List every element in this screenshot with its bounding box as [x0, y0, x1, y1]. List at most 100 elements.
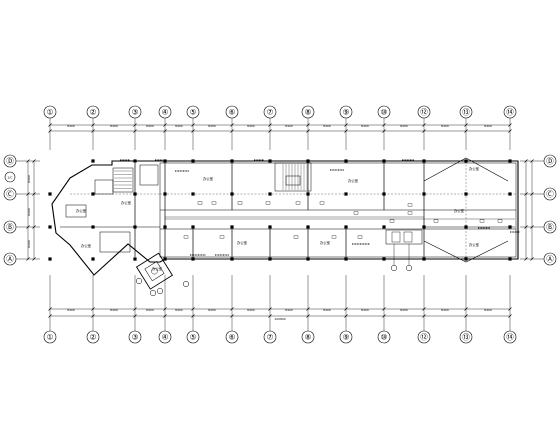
axis-label: ⑫ [420, 333, 428, 342]
dimension-tick [133, 129, 137, 133]
structural-column [382, 225, 386, 229]
room-label: 办公室 [203, 176, 214, 181]
structural-column [268, 225, 272, 229]
dim-text: 8400 [285, 124, 293, 128]
dimension-tick [32, 257, 36, 261]
fixture-mark [293, 235, 299, 239]
dimension-tick [530, 192, 534, 196]
axis-label: ⑧ [305, 333, 312, 342]
dim-text: 8400 [27, 208, 31, 216]
service-room [139, 164, 159, 186]
fixture [403, 231, 413, 243]
fixture-mark [389, 219, 395, 223]
dimension-tick [524, 257, 528, 261]
axis-label: ⑩ [381, 333, 388, 342]
sub-axis-bubble [390, 264, 398, 272]
dim-text: 8400 [146, 308, 154, 312]
dimension-tick [422, 123, 426, 127]
dimension-tick [422, 307, 426, 311]
dimension-tick [163, 123, 167, 127]
dimension-tick [48, 314, 52, 318]
dim-text: 8400 [441, 124, 449, 128]
fixture-mark [237, 201, 243, 205]
dim-text: 8400 [27, 175, 31, 183]
room-label: 办公室 [237, 240, 248, 245]
dimension-tick [524, 159, 528, 163]
fixture-mark [497, 219, 503, 223]
dimension-tick [508, 129, 512, 133]
structural-column [191, 225, 195, 229]
axis-bubble-left-A: Ⓐ [3, 252, 17, 266]
small-room [99, 231, 131, 253]
axis-label: ⑨ [343, 108, 350, 117]
fixture-mark [295, 201, 301, 205]
axis-bubble-top-4: ④ [158, 105, 172, 119]
structural-column [191, 159, 195, 163]
axis-bubble-top-2: ② [86, 105, 100, 119]
bottom-axis-row: ① ② ③ ④ ⑤ ⑥ ⑦ ⑧ ⑨ ⑩ ⑫ ⑬ ⑭ [43, 330, 517, 344]
fixture-mark [353, 211, 359, 215]
structural-column [344, 192, 348, 196]
elevator-box [285, 175, 301, 186]
dimension-tick [306, 129, 310, 133]
sub-axis-bubble [149, 289, 157, 297]
axis-bubble-bottom-12: ⑫ [417, 330, 431, 344]
room-label: 办公室 [76, 208, 87, 213]
axis-bubble-right-C: Ⓒ [543, 187, 557, 201]
dim-text: 8400 [208, 124, 216, 128]
dimension-tick [530, 257, 534, 261]
dimension-tick [32, 159, 36, 163]
structural-column [48, 192, 52, 196]
entrance-inner [144, 261, 165, 282]
axis-bubble-left-1C: 1/C [4, 171, 16, 183]
dimension-tick [91, 314, 95, 318]
side-dimension-texts: 8400 8400 8400 [27, 175, 31, 248]
dimension-tick [306, 123, 310, 127]
fixture-mark [183, 235, 189, 239]
axis-bubble-bottom-1: ① [43, 330, 57, 344]
axis-bubble-top-5: ⑤ [186, 105, 200, 119]
dimension-tick [382, 314, 386, 318]
dimension-tick [268, 314, 272, 318]
axis-bubble-top-8: ⑧ [301, 105, 315, 119]
dimension-tick [32, 192, 36, 196]
axis-bubble-bottom-7: ⑦ [263, 330, 277, 344]
axis-label: ⑤ [190, 108, 197, 117]
dimension-tick [382, 123, 386, 127]
structural-column [508, 159, 512, 163]
axis-label: ③ [132, 108, 139, 117]
axis-bubble-bottom-8: ⑧ [301, 330, 315, 344]
axis-bubble-right-A: Ⓐ [543, 252, 557, 266]
room-label: 办公室 [320, 240, 331, 245]
structural-column [230, 225, 234, 229]
structural-column [508, 192, 512, 196]
dimension-tick [268, 307, 272, 311]
axis-label: ⑩ [381, 108, 388, 117]
dimension-tick [91, 129, 95, 133]
room-label: 办公室 [152, 266, 163, 271]
axis-label: Ⓐ [546, 255, 554, 264]
structural-column [133, 159, 137, 163]
structural-column [230, 159, 234, 163]
axis-label: ⑥ [229, 333, 236, 342]
axis-label: Ⓓ [546, 157, 554, 166]
small-room [65, 204, 87, 218]
fixture-mark [265, 201, 271, 205]
room-label: 办公室 [454, 208, 465, 213]
dimension-tick [508, 314, 512, 318]
axis-bubble-bottom-2: ② [86, 330, 100, 344]
dimension-tick [530, 225, 534, 229]
axis-bubble-bottom-6: ⑥ [225, 330, 239, 344]
fixture-mark [433, 219, 439, 223]
structural-column [230, 257, 234, 261]
axis-label: ⑦ [267, 333, 274, 342]
dim-text: 8400 [110, 124, 118, 128]
structural-column [464, 257, 468, 261]
dimension-tick [48, 307, 52, 311]
axis-bubble-left-B: Ⓑ [3, 220, 17, 234]
dim-text: 8400 [247, 308, 255, 312]
stair-block [274, 162, 312, 192]
dimension-tick [91, 307, 95, 311]
left-axis-column: Ⓓ Ⓒ Ⓑ Ⓐ 1/C [3, 154, 17, 266]
dim-total-text: 100800 [274, 317, 286, 321]
